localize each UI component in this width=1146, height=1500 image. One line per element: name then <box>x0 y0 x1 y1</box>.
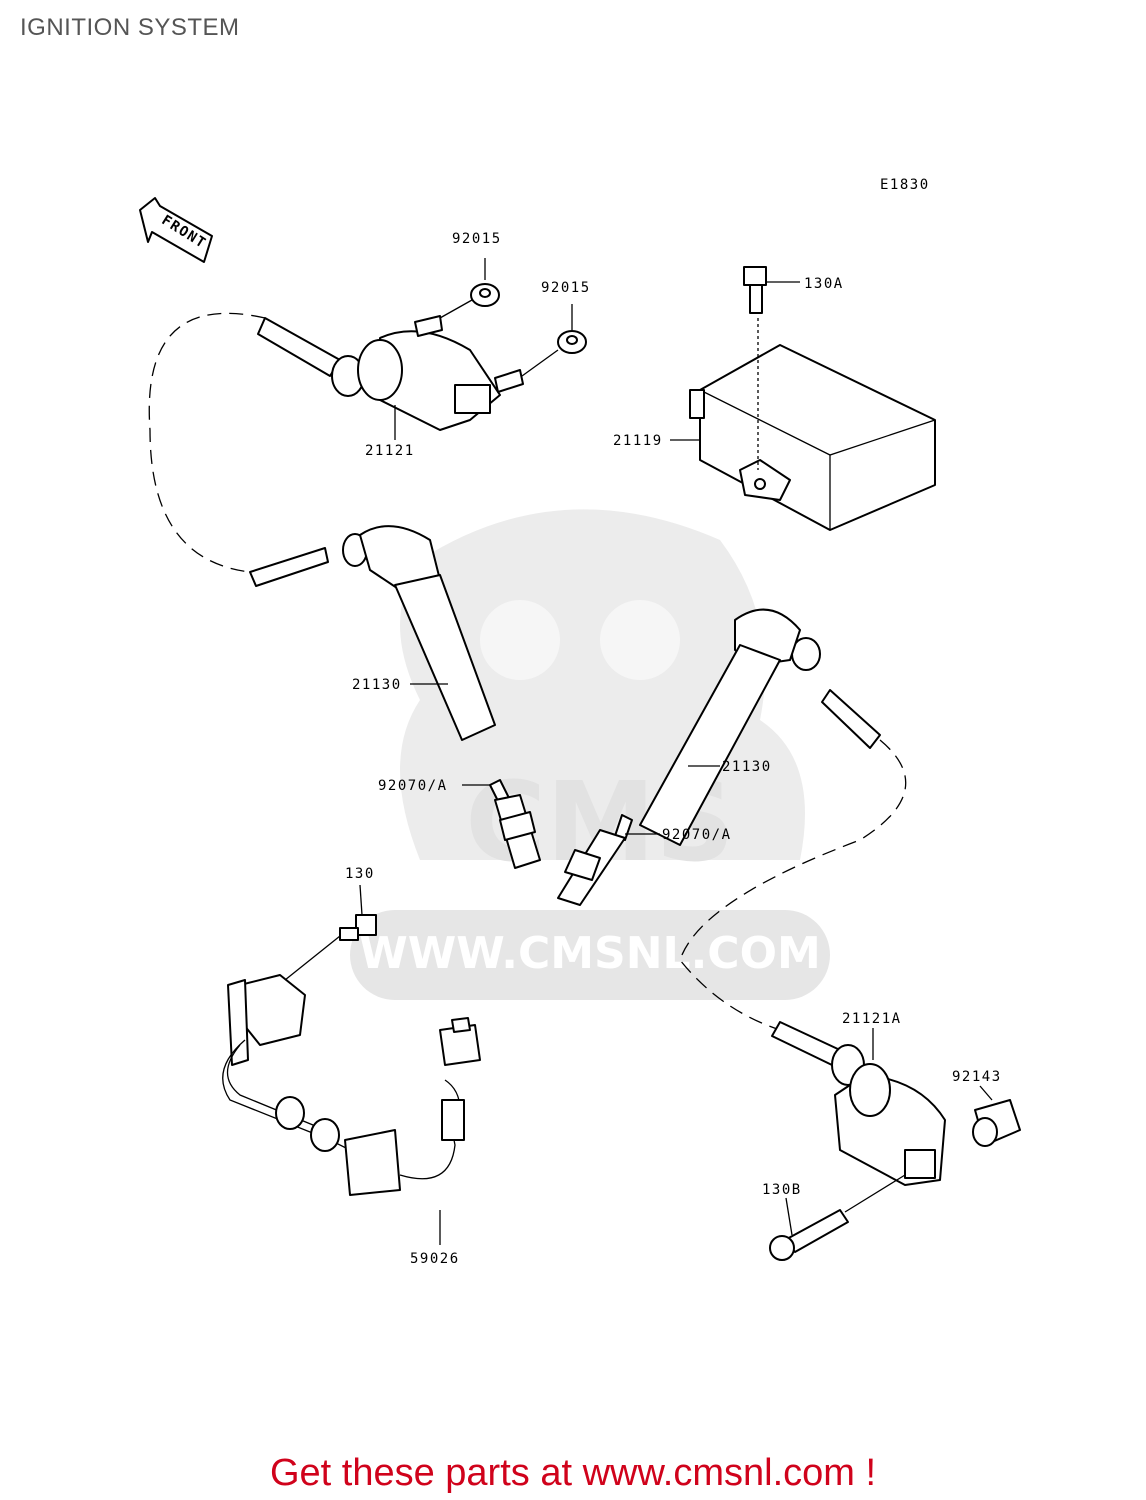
label-21130-right: 21130 <box>722 759 772 775</box>
spark-plug-right <box>557 814 633 906</box>
ignition-coil-top <box>257 315 524 431</box>
diagram-code: E1830 <box>880 177 930 193</box>
label-59026: 59026 <box>410 1251 460 1267</box>
plug-cap-right <box>639 608 821 846</box>
spacer-92143 <box>972 1099 1021 1147</box>
label-92070a-right: 92070/A <box>662 827 732 843</box>
label-92015-1: 92015 <box>452 231 502 247</box>
bolt-130 <box>339 914 377 941</box>
wire-right <box>679 739 907 1031</box>
wire-end-right <box>821 689 881 749</box>
bolt-130b <box>769 1209 849 1261</box>
wire-left <box>148 312 266 573</box>
front-arrow: FRONT <box>139 197 213 263</box>
wire-end-left <box>249 547 329 587</box>
plug-cap-left <box>342 525 496 741</box>
igniter-unit <box>689 344 936 531</box>
label-92070a-left: 92070/A <box>378 778 448 794</box>
label-21121a: 21121A <box>842 1011 902 1027</box>
wiring-harness <box>222 974 481 1196</box>
watermark-url: WWW.CMSNL.COM <box>359 928 821 979</box>
label-21130-left: 21130 <box>352 677 402 693</box>
spark-plug-left <box>489 779 541 869</box>
washer-92015-2 <box>557 330 587 354</box>
label-92015-2: 92015 <box>541 280 591 296</box>
watermark-banner <box>350 910 830 1000</box>
label-21119: 21119 <box>613 433 663 449</box>
label-130: 130 <box>345 866 375 882</box>
page-title: IGNITION SYSTEM <box>20 14 240 41</box>
label-130b: 130B <box>762 1182 802 1198</box>
ignition-coil-bottom <box>771 1021 946 1186</box>
washer-92015-1 <box>470 283 500 307</box>
footer-link[interactable]: Get these parts at www.cmsnl.com ! <box>269 1452 877 1494</box>
label-21121: 21121 <box>365 443 415 459</box>
label-130a: 130A <box>804 276 844 292</box>
bolt-130a <box>743 266 767 314</box>
label-92143: 92143 <box>952 1069 1002 1085</box>
